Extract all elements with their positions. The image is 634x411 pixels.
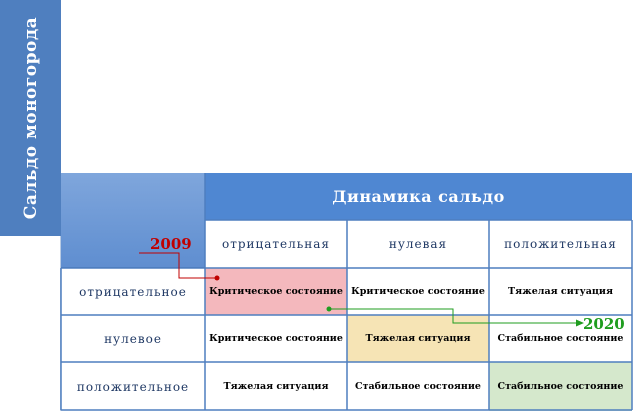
state-cell-r0c2: Тяжелая ситуация — [489, 268, 632, 315]
col-header-negative: отрицательная — [205, 220, 347, 268]
matrix-grid: Динамика сальдо отрицательная нулевая по… — [61, 173, 632, 411]
axis-label: Сальдо моногорода — [21, 16, 41, 220]
state-cell-r0c0: Критическое состояние — [205, 268, 347, 315]
vertical-axis-banner: Сальдо моногорода — [0, 0, 61, 236]
left-strip — [0, 236, 61, 411]
state-cell-r2c2: Стабильное состояние — [489, 362, 632, 411]
state-cell-r1c1: Тяжелая ситуация — [347, 315, 489, 362]
year-label-end: 2020 — [583, 315, 625, 333]
column-group-header: Динамика сальдо — [205, 173, 632, 220]
corner-cell — [61, 173, 205, 268]
col-header-positive: положительная — [489, 220, 632, 268]
row-header-positive: положительное — [61, 362, 205, 411]
state-cell-r2c0: Тяжелая ситуация — [205, 362, 347, 411]
state-cell-r2c1: Стабильное состояние — [347, 362, 489, 411]
row-header-zero: нулевое — [61, 315, 205, 362]
col-header-zero: нулевая — [347, 220, 489, 268]
row-header-negative: отрицательное — [61, 268, 205, 315]
state-cell-r0c1: Критическое состояние — [347, 268, 489, 315]
year-label-start: 2009 — [150, 235, 192, 253]
state-cell-r1c0: Критическое состояние — [205, 315, 347, 362]
